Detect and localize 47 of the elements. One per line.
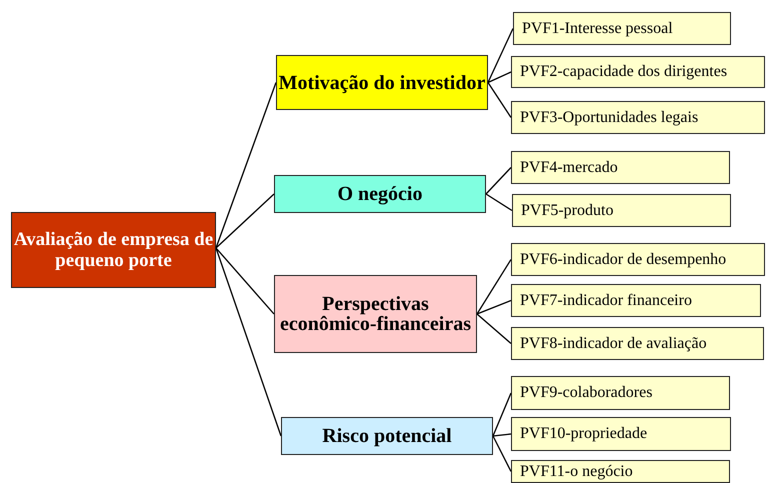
node-label: O negócio	[338, 184, 422, 204]
connector-line	[487, 28, 514, 83]
connector-line	[476, 259, 512, 314]
connector-line	[486, 167, 512, 194]
connector-line	[492, 436, 512, 472]
node-label: Avaliação de empresa de pequeno porte	[12, 229, 214, 271]
node-label: Motivação do investidor	[278, 72, 486, 92]
connector-line	[487, 82, 512, 118]
factor-box	[511, 376, 730, 410]
connector-line	[492, 433, 512, 437]
node-label: Perspectivas econômico-financeiras	[278, 294, 472, 334]
node-label: PVF11-o negócio	[520, 462, 633, 480]
factor-box	[511, 460, 730, 483]
category-box	[281, 417, 493, 455]
category-box	[276, 55, 488, 110]
factor-box	[512, 194, 731, 227]
connector-line	[216, 194, 274, 248]
node-label: PVF7-indicador financeiro	[520, 292, 692, 310]
factor-box	[511, 151, 730, 184]
node-label: PVF10-propriedade	[520, 425, 648, 443]
root-box	[11, 212, 216, 288]
factor-box	[511, 101, 765, 134]
connector-line	[492, 392, 512, 436]
node-label: PVF6-indicador de desempenho	[520, 250, 726, 268]
connector-line	[215, 82, 277, 248]
node-label: PVF3-Oportunidades legais	[520, 108, 698, 126]
connector-line	[476, 314, 512, 344]
node-label: PVF2-capacidade dos dirigentes	[520, 63, 728, 81]
node-label: PVF4-mercado	[520, 158, 618, 176]
factor-box	[511, 56, 765, 88]
node-label: PVF1-Interesse pessoal	[522, 20, 673, 38]
connector-line	[488, 71, 512, 84]
factor-box	[511, 417, 731, 451]
factor-box	[511, 284, 761, 317]
connector-line	[486, 193, 512, 212]
category-box	[274, 275, 477, 353]
node-label: PVF9-colaboradores	[520, 384, 652, 402]
category-box	[274, 175, 486, 213]
connector-line	[215, 248, 282, 436]
node-label: PVF8-indicador de avaliação	[520, 334, 707, 352]
connector-line	[476, 300, 512, 315]
node-label: Risco potencial	[322, 426, 452, 446]
connector-line	[216, 248, 274, 314]
factor-box	[513, 12, 731, 45]
node-label: PVF5-produto	[521, 202, 614, 220]
factor-box	[511, 327, 764, 360]
factor-box	[511, 243, 765, 276]
